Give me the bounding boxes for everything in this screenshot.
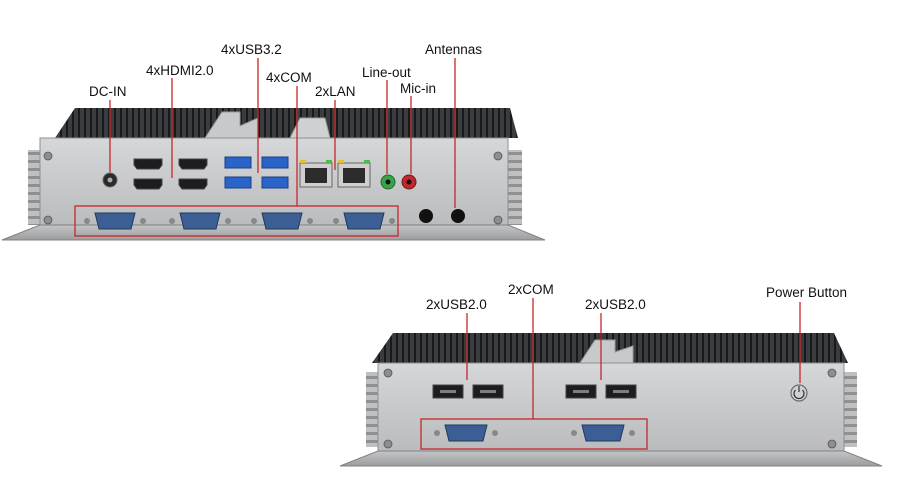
screw — [827, 368, 837, 378]
screw — [383, 439, 393, 449]
label-com-front: 4xCOM — [266, 70, 312, 85]
usb32-ports — [224, 156, 289, 189]
label-antennas: Antennas — [425, 42, 482, 57]
screw — [43, 151, 53, 161]
front-com-ports — [84, 212, 395, 230]
label-power-button: Power Button — [766, 285, 847, 300]
front-right-side-fins — [508, 150, 522, 225]
label-dc-in: DC-IN — [89, 84, 127, 99]
front-com-highlight — [74, 205, 399, 237]
screw — [383, 368, 393, 378]
rear-com-highlight — [420, 418, 648, 450]
label-lan: 2xLAN — [315, 84, 356, 99]
front-left-side-fins — [28, 150, 42, 225]
front-callouts — [74, 58, 456, 237]
label-usb20-right: 2xUSB2.0 — [585, 297, 646, 312]
screw — [493, 151, 503, 161]
rear-left-side-fins — [366, 372, 380, 447]
rear-right-side-fins — [843, 372, 857, 447]
rear-com-ports — [434, 424, 635, 442]
label-com-rear: 2xCOM — [508, 282, 554, 297]
screw — [43, 215, 53, 225]
lan-ports — [299, 160, 371, 188]
label-mic-in: Mic-in — [400, 81, 436, 96]
line-out-jack — [380, 174, 396, 190]
antenna-holes — [419, 209, 465, 223]
dc-in-jack — [102, 172, 118, 188]
hdmi-ports — [133, 158, 208, 190]
label-usb32: 4xUSB3.2 — [221, 42, 282, 57]
rear-mounting-flange — [339, 450, 883, 467]
power-button — [790, 384, 808, 402]
screw — [827, 439, 837, 449]
screw — [493, 215, 503, 225]
label-hdmi: 4xHDMI2.0 — [146, 63, 214, 78]
rear-callouts — [420, 298, 801, 450]
label-line-out: Line-out — [362, 65, 411, 80]
mic-in-jack — [401, 174, 417, 190]
front-heatsink — [55, 108, 518, 138]
label-usb20-left: 2xUSB2.0 — [426, 297, 487, 312]
